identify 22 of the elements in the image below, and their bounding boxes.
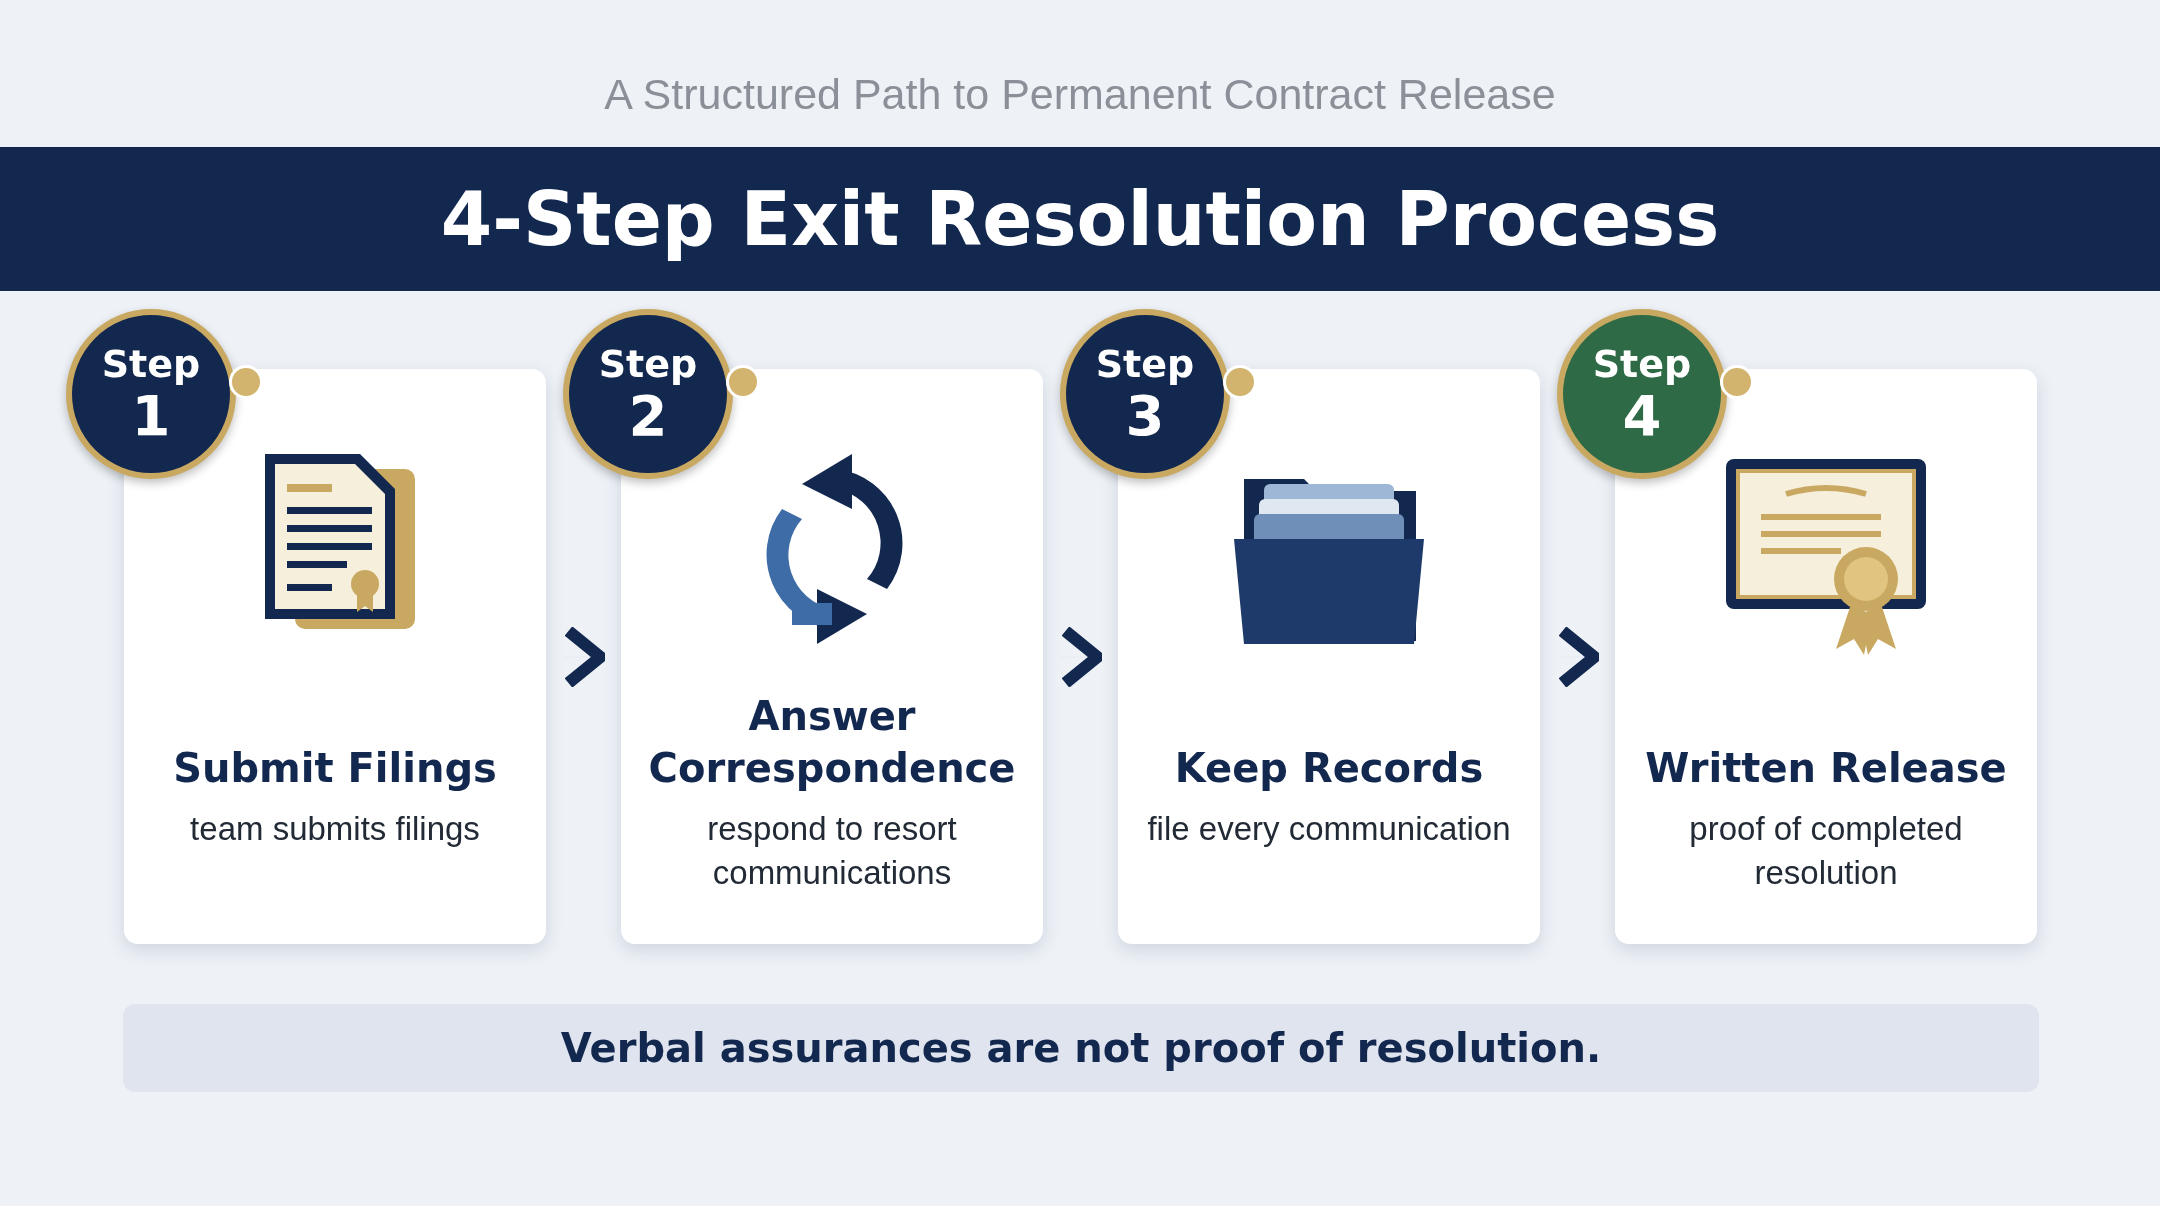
note-text: Verbal assurances are not proof of resolution. <box>560 1025 1602 1071</box>
step-number: 3 <box>1125 386 1165 446</box>
step-title: Answer Correspondence <box>647 692 1017 793</box>
step-label: Step <box>101 342 201 386</box>
step-number: 2 <box>628 386 668 446</box>
step-description: respond to resort communications <box>706 809 958 893</box>
chevron-arrow <box>1556 625 1601 689</box>
title: 4-Step Exit Resolution Process <box>440 176 1720 262</box>
subtitle: A Structured Path to Permanent Contract Release <box>603 70 1557 119</box>
step-title: Keep Records <box>1173 744 1485 793</box>
step-number: 1 <box>131 386 171 446</box>
step-number: 4 <box>1622 386 1662 446</box>
step-title: Written Release <box>1644 744 2008 793</box>
step-label: Step <box>598 342 698 386</box>
step-label: Step <box>1095 342 1195 386</box>
step-title: Submit Filings <box>172 744 498 793</box>
step-description: proof of completed resolution <box>1688 809 1964 893</box>
chevron-arrow <box>562 625 607 689</box>
step-description: file every communication <box>1146 809 1512 849</box>
chevron-arrow <box>1059 625 1104 689</box>
step-description: team submits filings <box>189 809 481 849</box>
step-label: Step <box>1592 342 1692 386</box>
